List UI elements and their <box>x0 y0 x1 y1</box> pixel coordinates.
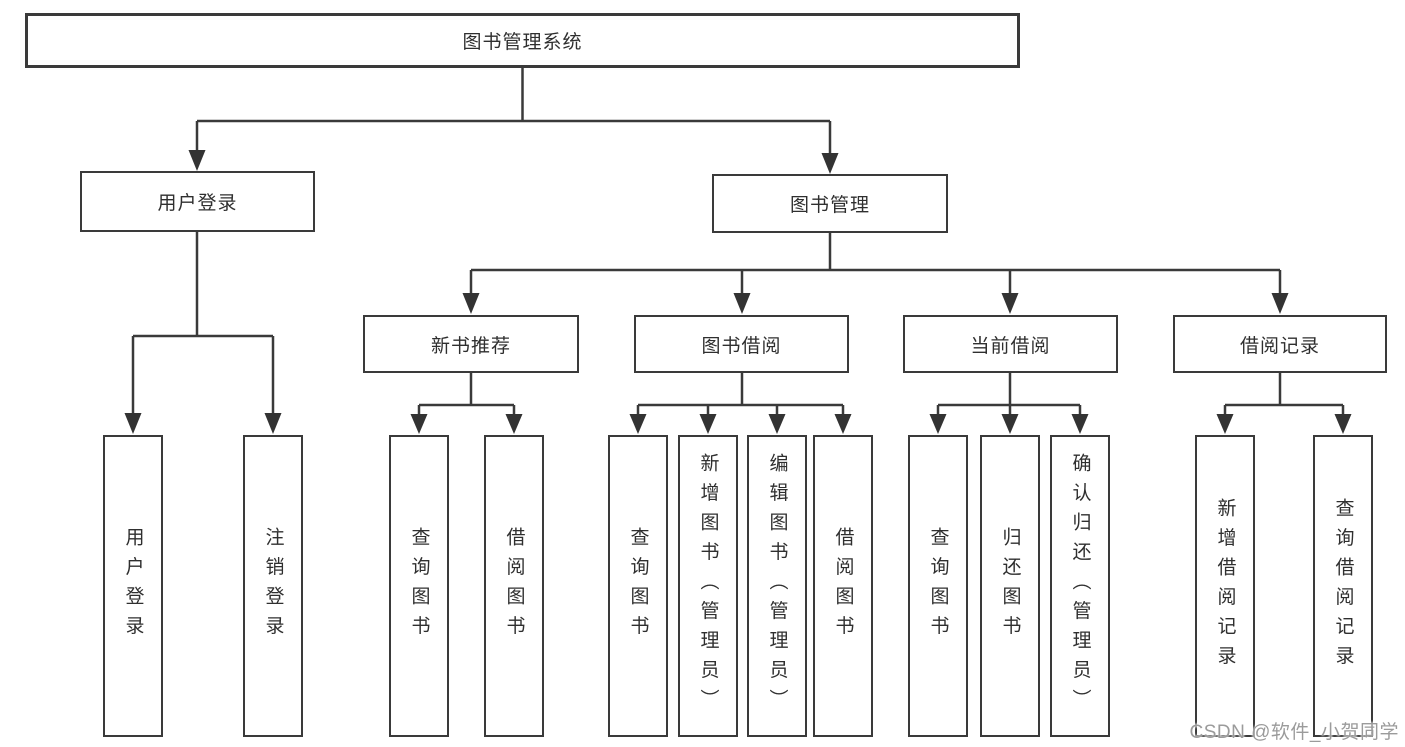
leaf-user-login: 用户登录 <box>103 435 163 737</box>
node-new-book-recommend-label: 新书推荐 <box>430 335 511 357</box>
leaf-query-books-borrow-label: 查询图书 <box>627 527 649 645</box>
leaf-add-borrow-record: 新增借阅记录 <box>1195 435 1255 737</box>
leaf-borrow-books-recommend: 借阅图书 <box>484 435 544 737</box>
leaf-edit-book-admin-label: 编辑图书（管理员） <box>766 453 788 719</box>
node-book-borrow-label: 图书借阅 <box>701 335 782 357</box>
leaf-query-books-recommend: 查询图书 <box>389 435 449 737</box>
leaf-add-book-admin: 新增图书（管理员） <box>678 435 738 737</box>
leaf-user-login-label: 用户登录 <box>122 527 144 645</box>
node-user-login: 用户登录 <box>80 171 315 232</box>
leaf-query-borrow-record: 查询借阅记录 <box>1313 435 1373 737</box>
leaf-borrow-books-borrow: 借阅图书 <box>813 435 873 737</box>
leaf-logout-label: 注销登录 <box>262 527 284 645</box>
node-book-management-label: 图书管理 <box>789 195 870 216</box>
edges-book-borrow <box>629 373 852 434</box>
node-root: 图书管理系统 <box>25 13 1020 68</box>
node-root-label: 图书管理系统 <box>462 32 583 53</box>
edges-root <box>188 68 839 174</box>
node-user-login-label: 用户登录 <box>157 193 238 214</box>
edges-current-borrow <box>929 373 1089 434</box>
csdn-watermark: CSDN @软件_小贺同学 <box>1189 722 1399 743</box>
edges-user-login <box>124 232 282 434</box>
leaf-query-books-current: 查询图书 <box>908 435 968 737</box>
leaf-return-book: 归还图书 <box>980 435 1040 737</box>
leaf-query-books-borrow: 查询图书 <box>608 435 668 737</box>
leaf-query-borrow-record-label: 查询借阅记录 <box>1332 497 1354 675</box>
leaf-edit-book-admin: 编辑图书（管理员） <box>747 435 807 737</box>
edges-borrow-records <box>1216 373 1352 434</box>
leaf-borrow-books-borrow-label: 借阅图书 <box>832 527 854 645</box>
node-new-book-recommend: 新书推荐 <box>363 315 579 373</box>
node-borrow-records-label: 借阅记录 <box>1239 335 1320 357</box>
node-book-borrow: 图书借阅 <box>634 315 849 373</box>
node-current-borrow: 当前借阅 <box>903 315 1118 373</box>
leaf-query-books-recommend-label: 查询图书 <box>408 527 430 645</box>
leaf-confirm-return-admin: 确认归还（管理员） <box>1050 435 1110 737</box>
leaf-add-book-admin-label: 新增图书（管理员） <box>697 453 719 719</box>
node-borrow-records: 借阅记录 <box>1173 315 1387 373</box>
leaf-query-books-current-label: 查询图书 <box>927 527 949 645</box>
leaf-borrow-books-recommend-label: 借阅图书 <box>503 527 525 645</box>
edges-book-management <box>462 233 1289 314</box>
node-current-borrow-label: 当前借阅 <box>970 335 1051 357</box>
edges-new-book-recommend <box>410 373 523 434</box>
leaf-logout: 注销登录 <box>243 435 303 737</box>
leaf-confirm-return-admin-label: 确认归还（管理员） <box>1069 453 1091 719</box>
node-book-management: 图书管理 <box>712 174 948 233</box>
leaf-return-book-label: 归还图书 <box>999 527 1021 645</box>
leaf-add-borrow-record-label: 新增借阅记录 <box>1214 497 1236 675</box>
